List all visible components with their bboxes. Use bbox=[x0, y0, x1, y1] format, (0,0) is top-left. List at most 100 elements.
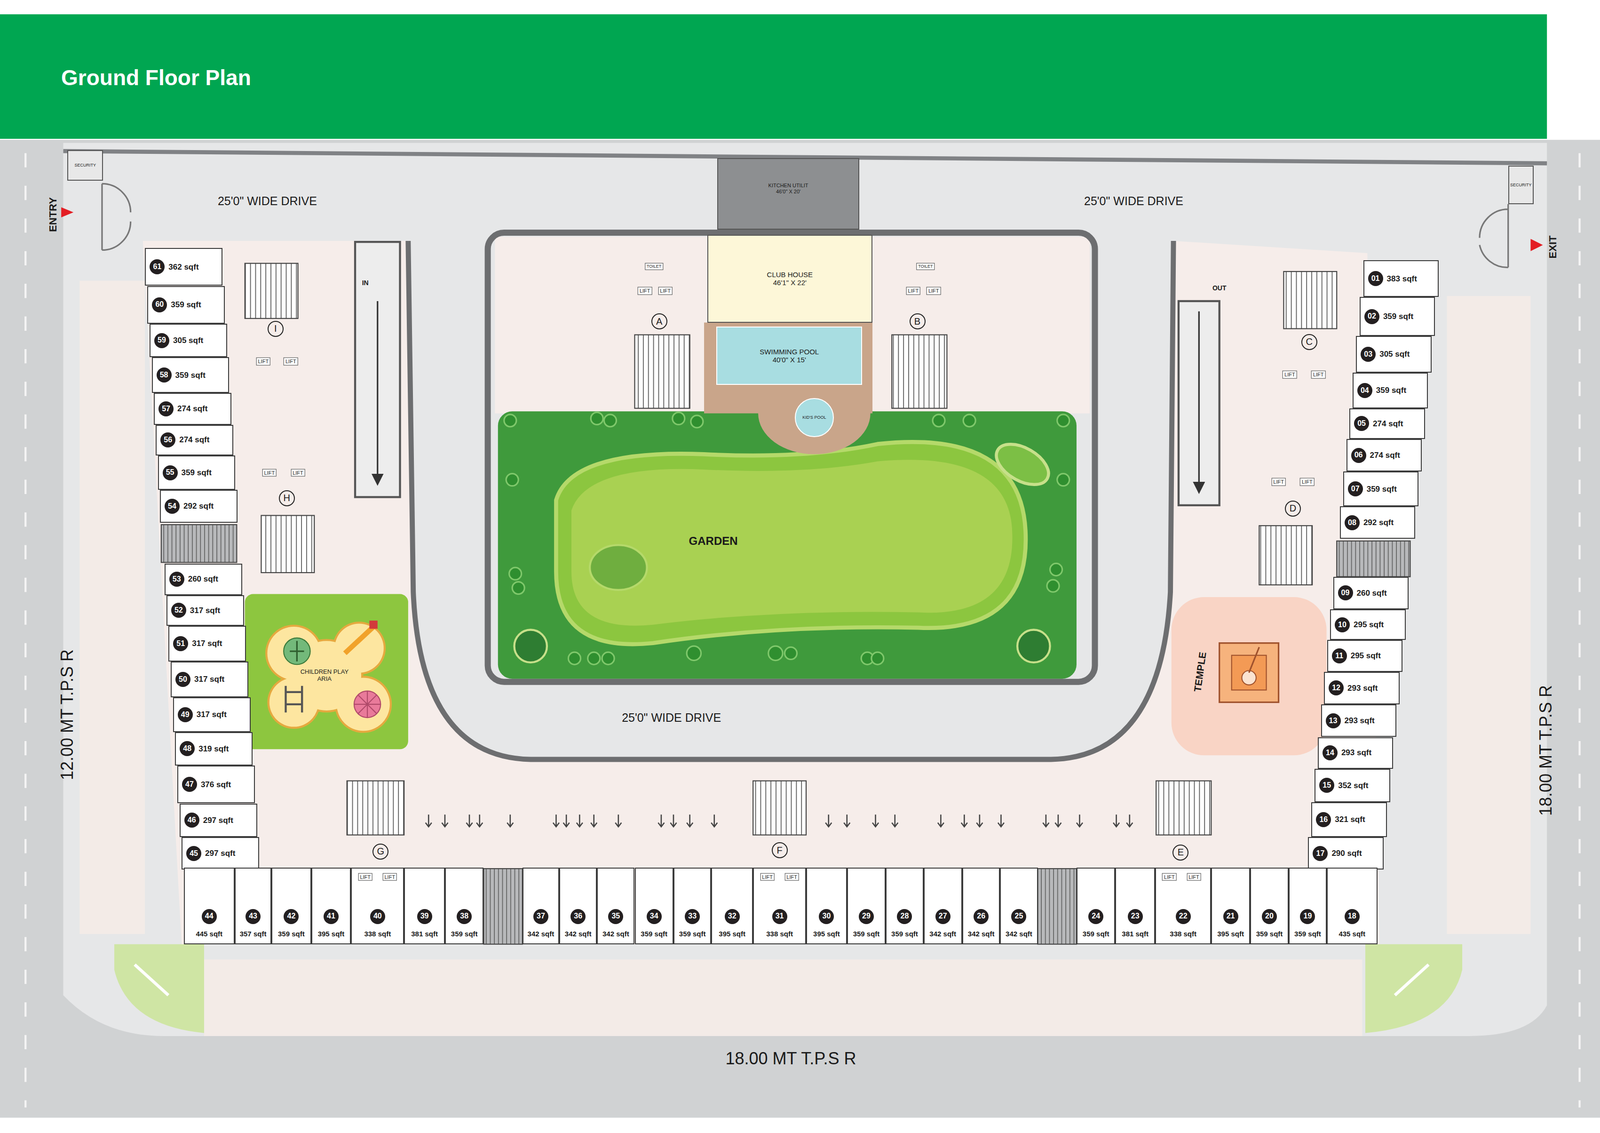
unit-area: 290 sqft bbox=[1331, 848, 1362, 858]
staircase bbox=[261, 515, 315, 573]
drive-label: 25'0" WIDE DRIVE bbox=[1084, 194, 1184, 208]
unit-number: 46 bbox=[184, 812, 200, 828]
unit-number: 11 bbox=[1331, 648, 1347, 664]
pool-deck bbox=[704, 322, 873, 455]
play-area-drawing bbox=[267, 623, 390, 731]
unit-box: 48319 sqft bbox=[174, 731, 253, 766]
staircase bbox=[752, 780, 807, 835]
unit-box: 29359 sqft bbox=[847, 867, 886, 944]
kitchen-utility: KITCHEN UTILIT46'0" X 20' bbox=[717, 158, 860, 230]
garden-drawing bbox=[571, 459, 1013, 626]
unit-area: 342 sqft bbox=[564, 929, 592, 938]
garden-drawing bbox=[498, 411, 1077, 679]
unit-box: 03305 sqft bbox=[1355, 335, 1432, 373]
tree bbox=[1046, 579, 1060, 592]
unit-area: 295 sqft bbox=[1350, 650, 1381, 661]
tree bbox=[784, 646, 797, 659]
lift-label: LIFT bbox=[657, 286, 673, 295]
lane bbox=[355, 241, 400, 497]
garden-drawing bbox=[514, 629, 547, 663]
entry-label: ENTRY bbox=[47, 197, 59, 232]
unit-box: 52317 sqft bbox=[166, 594, 245, 626]
unit-box: 21395 sqft bbox=[1211, 867, 1250, 944]
unit-number: 03 bbox=[1360, 346, 1376, 362]
unit-area: 435 sqft bbox=[1338, 929, 1366, 938]
unit-number: 39 bbox=[417, 908, 433, 924]
wing-letter: B bbox=[909, 313, 926, 330]
unit-number: 14 bbox=[1322, 744, 1338, 761]
unit-box: 45297 sqft bbox=[181, 836, 260, 870]
unit-box: 14293 sqft bbox=[1317, 736, 1394, 769]
garden: GARDEN bbox=[498, 411, 1077, 679]
staircase bbox=[1156, 780, 1212, 835]
tree bbox=[963, 414, 976, 427]
unit-box: 23381 sqft bbox=[1115, 867, 1156, 944]
staircase bbox=[1283, 271, 1337, 329]
unit-number: 56 bbox=[160, 432, 176, 448]
parking-arrows bbox=[425, 814, 1133, 827]
unit-number: 28 bbox=[896, 908, 912, 924]
staircase bbox=[161, 524, 238, 563]
unit-area: 376 sqft bbox=[200, 779, 231, 790]
unit-box: 10295 sqft bbox=[1330, 609, 1406, 640]
unit-area: 395 sqft bbox=[718, 929, 746, 938]
lift-label: LIFT bbox=[926, 286, 942, 295]
lift-label: LIFT bbox=[784, 872, 800, 881]
unit-area: 293 sqft bbox=[1347, 683, 1378, 693]
unit-area: 359 sqft bbox=[640, 929, 668, 938]
unit-number: 48 bbox=[179, 740, 195, 756]
unit-box: 47376 sqft bbox=[177, 765, 255, 803]
unit-number: 51 bbox=[173, 635, 189, 651]
unit-area: 338 sqft bbox=[1169, 929, 1197, 938]
unit-area: 359 sqft bbox=[1294, 929, 1322, 938]
play-area-drawing bbox=[285, 685, 303, 713]
kitchen-utility-text: 46'0" X 20' bbox=[776, 188, 801, 195]
ground bbox=[1578, 152, 1581, 1107]
unit-box: 42359 sqft bbox=[271, 867, 312, 944]
unit-box: 56274 sqft bbox=[155, 424, 234, 456]
unit-number: 43 bbox=[245, 908, 261, 924]
lift-label: LIFT bbox=[637, 286, 653, 295]
unit-box: 12293 sqft bbox=[1323, 671, 1400, 705]
unit-box: 50317 sqft bbox=[170, 661, 249, 698]
unit-box: 01383 sqft bbox=[1363, 260, 1440, 297]
play-area-drawing bbox=[369, 620, 378, 629]
lift-label: LIFT bbox=[1162, 872, 1177, 881]
unit-area: 357 sqft bbox=[239, 929, 267, 938]
unit-area: 297 sqft bbox=[205, 848, 236, 858]
unit-area: 317 sqft bbox=[191, 638, 222, 649]
unit-number: 22 bbox=[1175, 908, 1191, 924]
tree bbox=[1057, 414, 1070, 427]
lift-label: LIFT bbox=[1186, 872, 1202, 881]
staircase bbox=[245, 263, 299, 319]
security-cabin: SECURITY bbox=[1508, 165, 1534, 205]
unit-number: 16 bbox=[1315, 811, 1331, 827]
staircase bbox=[1259, 525, 1313, 585]
tree bbox=[672, 411, 685, 425]
unit-box: 05274 sqft bbox=[1349, 408, 1426, 439]
unit-number: 37 bbox=[533, 908, 549, 924]
unit-number: 04 bbox=[1357, 382, 1373, 398]
unit-number: 02 bbox=[1364, 308, 1380, 325]
security-cabin-text: SECURITY bbox=[1510, 182, 1532, 188]
swimming-pool-text: SWIMMING POOL bbox=[759, 347, 819, 356]
unit-box: 06274 sqft bbox=[1346, 438, 1423, 472]
unit-number: 33 bbox=[684, 908, 700, 924]
unit-box: 61362 sqft bbox=[144, 247, 223, 286]
unit-number: 15 bbox=[1319, 777, 1335, 793]
unit-area: 342 sqft bbox=[1005, 929, 1033, 938]
children-play-area: CHILDREN PLAY ARIA bbox=[245, 594, 409, 750]
unit-box: 02359 sqft bbox=[1359, 296, 1436, 336]
site-plot bbox=[114, 943, 205, 1033]
lane bbox=[376, 300, 379, 480]
unit-area: 274 sqft bbox=[179, 435, 210, 445]
unit-box: 55359 sqft bbox=[158, 455, 236, 491]
unit-area: 362 sqft bbox=[168, 262, 199, 272]
wing-letter: F bbox=[771, 841, 788, 858]
garden-drawing bbox=[498, 411, 1077, 679]
plan-title: Ground Floor Plan bbox=[61, 64, 252, 90]
unit-area: 359 sqft bbox=[1256, 929, 1284, 938]
unit-area: 445 sqft bbox=[195, 929, 223, 938]
gate bbox=[102, 183, 131, 250]
tree bbox=[504, 411, 1070, 665]
